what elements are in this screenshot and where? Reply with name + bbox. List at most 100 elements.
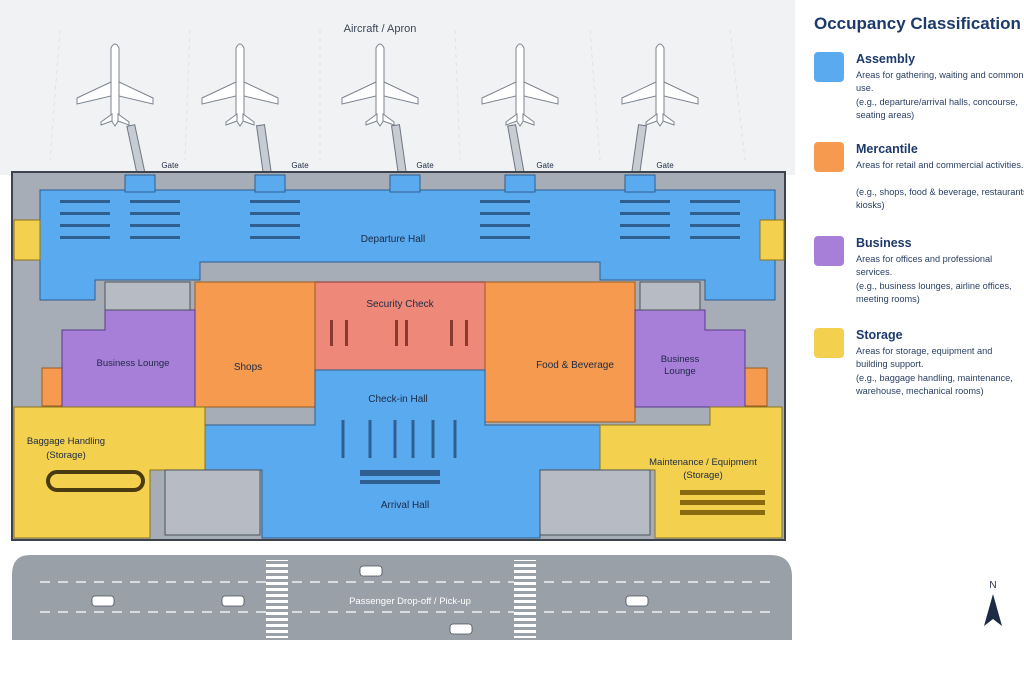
gate-label: Gate	[656, 161, 674, 170]
shops-label: Shops	[234, 362, 262, 373]
aircraft-icon	[481, 43, 559, 127]
legend-examples: (e.g., baggage handling, maintenance, wa…	[856, 373, 1013, 396]
gate-label: Gate	[291, 161, 309, 170]
business-lounge-left-label: Business Lounge	[97, 358, 170, 369]
seat-row	[250, 212, 300, 215]
seat-row	[690, 200, 740, 203]
seat-row	[130, 200, 180, 203]
apron-label: Aircraft / Apron	[344, 23, 417, 35]
seat-row	[250, 236, 300, 239]
storage-strip-right	[759, 219, 785, 261]
baggage-carousel	[46, 470, 145, 492]
road-label: Passenger Drop-off / Pick-up	[349, 596, 471, 607]
seat-row	[60, 236, 110, 239]
legend-item-business: Business Areas for offices and professio…	[814, 236, 1020, 326]
road-lane-markings	[40, 581, 770, 613]
baggage-label-1: Baggage Handling	[27, 436, 105, 447]
business-lounge-right-label-1: Business	[661, 354, 700, 365]
kiosk-left	[41, 367, 65, 407]
legend-name: Business	[856, 236, 912, 250]
seat-row	[480, 212, 530, 215]
north-arrow-icon	[984, 594, 1002, 626]
seat-row	[690, 212, 740, 215]
legend-name: Mercantile	[856, 142, 918, 156]
seat-row	[480, 224, 530, 227]
seat-row	[480, 236, 530, 239]
seat-row	[130, 236, 180, 239]
road-area	[12, 555, 792, 640]
kiosk-right	[744, 367, 768, 407]
food-beverage-zone	[484, 281, 636, 423]
legend-desc: Areas for gathering, waiting and common …	[856, 70, 1024, 93]
arrival-hall-label: Arrival Hall	[381, 500, 429, 511]
aircraft-icon	[201, 43, 279, 127]
legend-desc: Areas for retail and commercial activiti…	[856, 160, 1024, 170]
legend-panel: Occupancy Classification Assembly Areas …	[800, 0, 1024, 683]
aircraft-icon	[621, 43, 699, 127]
storage-strip-left	[13, 219, 41, 261]
legend-swatch-storage	[814, 328, 844, 358]
cars	[91, 565, 649, 635]
checkin-counters	[341, 420, 457, 458]
seat-row	[250, 224, 300, 227]
apron-markings	[49, 29, 746, 161]
gate-piers	[124, 174, 656, 193]
legend-desc: Areas for storage, equipment and buildin…	[856, 346, 993, 369]
legend-swatch-business	[814, 236, 844, 266]
seat-row	[480, 200, 530, 203]
legend-title: Occupancy Classification	[814, 14, 1021, 33]
gate-label: Gate	[161, 161, 179, 170]
business-lounge-right-zone	[634, 309, 746, 408]
legend-name: Storage	[856, 328, 903, 342]
legend-item-mercantile: Mercantile Areas for retail and commerci…	[814, 142, 1024, 232]
north-label: N	[989, 580, 997, 591]
seat-row	[60, 212, 110, 215]
jet-bridges	[126, 124, 648, 176]
legend-swatch-assembly	[814, 52, 844, 82]
legend-examples: (e.g., business lounges, airline offices…	[856, 281, 1012, 304]
food-beverage-label: Food & Beverage	[536, 360, 614, 371]
seat-row	[60, 200, 110, 203]
legend-item-assembly: Assembly Areas for gathering, waiting an…	[814, 52, 1024, 142]
legend-examples: (e.g., departure/arrival halls, concours…	[856, 97, 1018, 120]
legend-desc: Areas for offices and professional servi…	[856, 254, 993, 277]
aircraft-group	[76, 43, 699, 127]
business-lounge-right-label-2: Lounge	[664, 366, 696, 377]
checkin-hall-label: Check-in Hall	[368, 394, 427, 405]
equipment-racks	[680, 490, 765, 515]
security-check-label: Security Check	[366, 299, 434, 310]
north-arrow: N	[980, 580, 1006, 630]
seat-row	[620, 224, 670, 227]
maintenance-label-1: Maintenance / Equipment	[649, 457, 757, 468]
departure-hall-zone	[39, 189, 776, 301]
legend-examples: (e.g., shops, food & beverage, restauran…	[856, 187, 1024, 210]
aircraft-icon	[341, 43, 419, 127]
maintenance-label-2: (Storage)	[683, 470, 723, 481]
floor-plan-map: Aircraft / Apron Gate Gate Gate Gate Gat…	[0, 0, 795, 640]
security-check-zone	[314, 281, 486, 371]
shops-zone	[194, 281, 316, 408]
seat-row	[250, 200, 300, 203]
seat-row	[620, 212, 670, 215]
seat-row	[60, 224, 110, 227]
crosswalks	[266, 560, 536, 638]
baggage-label-2: (Storage)	[46, 450, 86, 461]
seat-row	[130, 224, 180, 227]
seat-row	[690, 224, 740, 227]
gate-label: Gate	[536, 161, 554, 170]
legend-name: Assembly	[856, 52, 916, 66]
aircraft-icon	[76, 43, 154, 127]
seat-row	[690, 236, 740, 239]
gate-label: Gate	[416, 161, 434, 170]
seat-row	[620, 200, 670, 203]
arrival-seating	[360, 470, 440, 484]
legend-item-storage: Storage Areas for storage, equipment and…	[814, 328, 1020, 418]
departure-hall-label: Departure Hall	[361, 234, 425, 245]
legend-swatch-mercantile	[814, 142, 844, 172]
service-cores	[104, 281, 701, 536]
seating-rows	[60, 200, 740, 239]
seat-row	[130, 212, 180, 215]
seat-row	[620, 236, 670, 239]
security-lanes	[330, 320, 468, 346]
